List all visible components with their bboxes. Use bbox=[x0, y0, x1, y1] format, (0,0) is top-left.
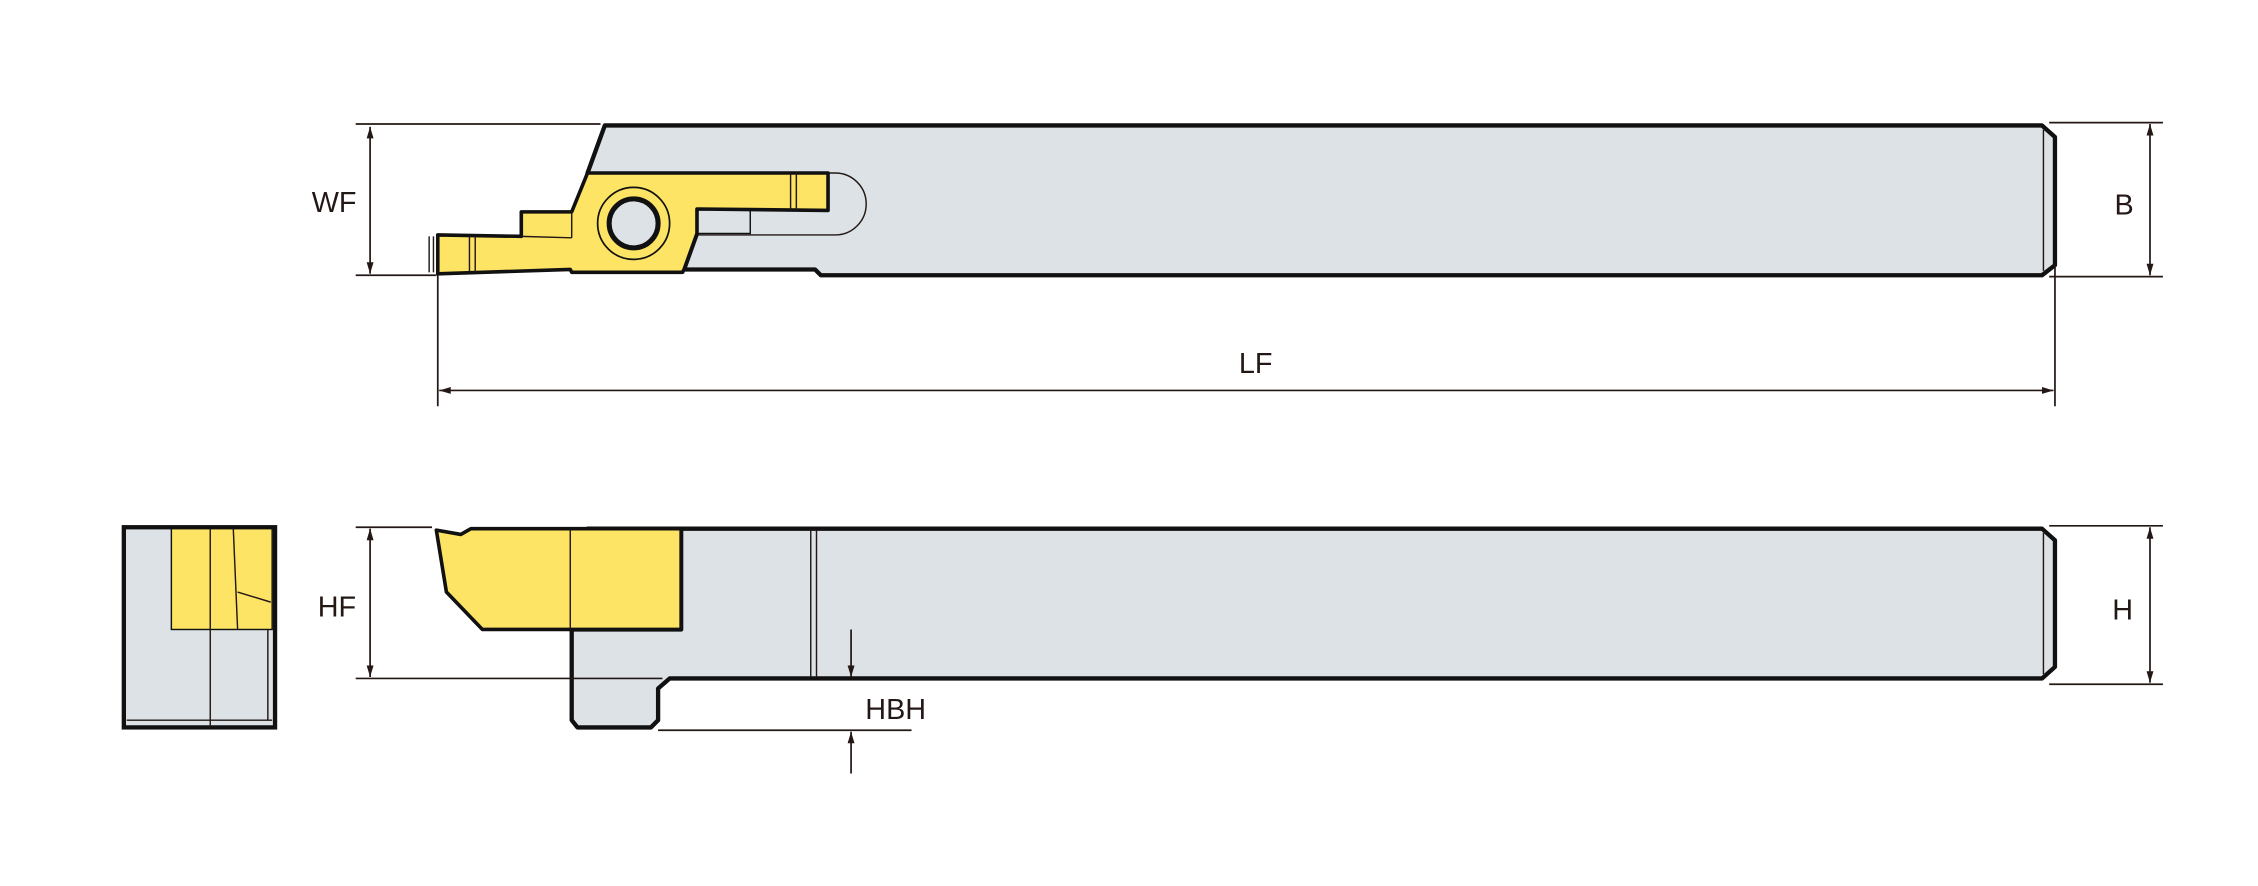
end-view bbox=[121, 525, 278, 730]
screw-ring bbox=[596, 186, 671, 261]
slot-block bbox=[696, 208, 751, 235]
b-label: B bbox=[2114, 190, 2133, 222]
top-view: WF B LF bbox=[312, 121, 2163, 407]
side-view: HF H HBH bbox=[318, 524, 2163, 774]
insert-end bbox=[170, 527, 273, 631]
clamp-slot bbox=[696, 172, 867, 236]
hf-label: HF bbox=[318, 592, 356, 624]
insert-side bbox=[434, 526, 683, 632]
h-label: H bbox=[2112, 594, 2133, 626]
lf-label: LF bbox=[1239, 348, 1273, 380]
hbh-label: HBH bbox=[865, 694, 926, 726]
clamp-screw-icon bbox=[606, 196, 661, 251]
holder-body-side bbox=[569, 526, 2058, 730]
wf-label: WF bbox=[312, 187, 357, 219]
